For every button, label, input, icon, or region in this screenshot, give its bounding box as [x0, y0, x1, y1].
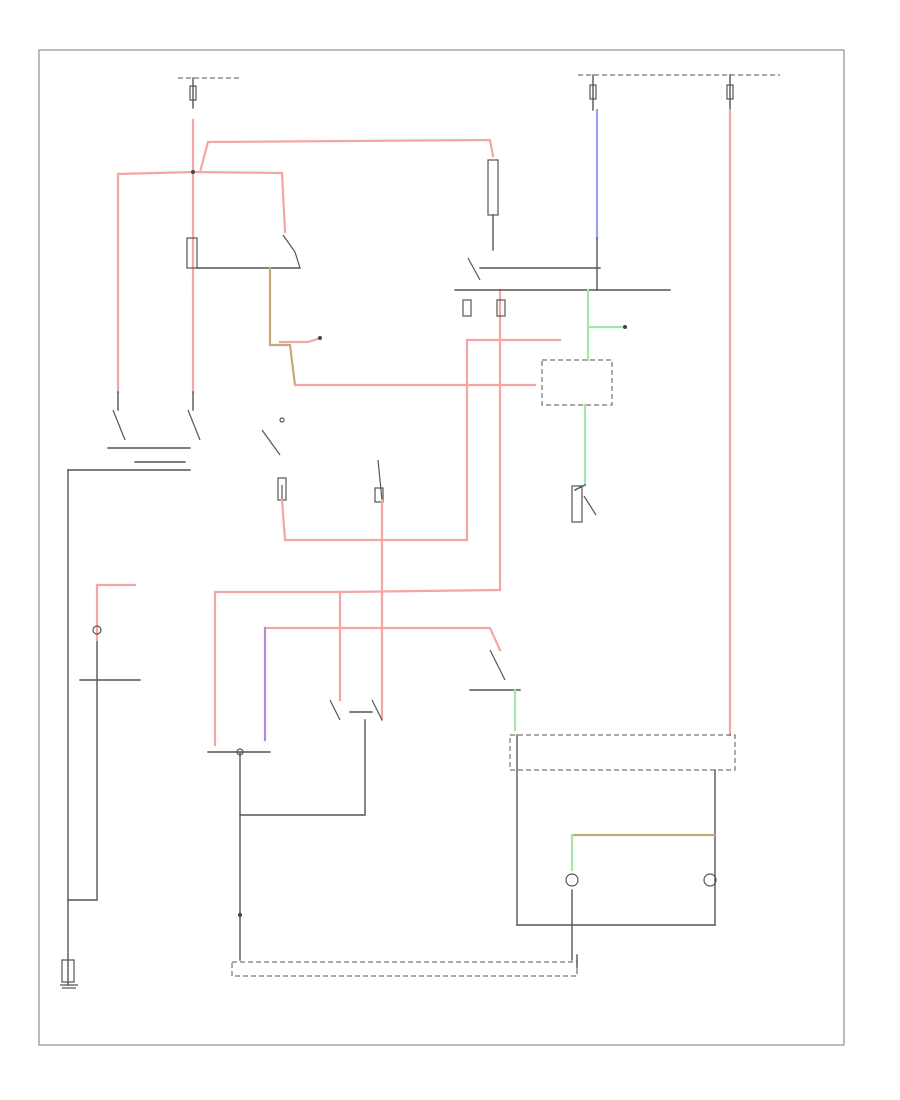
dimmer-switch: [374, 459, 384, 722]
sensor-right: [571, 484, 597, 523]
fog-lamp-right: [703, 873, 717, 887]
wire-red-u-loop-2: [338, 288, 502, 594]
connector-bottom-center: [231, 954, 578, 977]
headlamp-switch: [261, 417, 287, 501]
wire-red-mid-lower: [213, 590, 342, 747]
left-headlamp: [207, 748, 271, 756]
wire-red-to-module: [278, 336, 322, 344]
fuse-block-right: [578, 74, 780, 111]
fog-switch: [469, 649, 521, 732]
fuse-block-left: [178, 77, 240, 109]
ground-connector-left: [60, 959, 78, 989]
wire-red-branch-right: [191, 170, 287, 234]
wire-black-center-horizontal: [239, 719, 366, 816]
wire-red-mid-horizontal: [263, 626, 502, 652]
wire-red-branch-left: [116, 170, 195, 394]
wire-black-left-vertical-2: [67, 639, 98, 901]
wire-red-u-loop: [280, 338, 469, 542]
relay-right-top: [454, 159, 671, 317]
diagram-frame: [38, 49, 845, 1046]
connector-right-lower: [509, 734, 736, 926]
high-beam-indicator: [79, 625, 141, 681]
module-right: [541, 237, 613, 406]
wire-tan-vertical: [268, 266, 297, 387]
switch-pair-left: [67, 391, 201, 471]
relay-left: [186, 234, 301, 269]
fog-lamp-left: [565, 873, 579, 887]
relay-headlamp-lower: [329, 699, 383, 721]
wire-red-loop-top: [198, 138, 495, 174]
